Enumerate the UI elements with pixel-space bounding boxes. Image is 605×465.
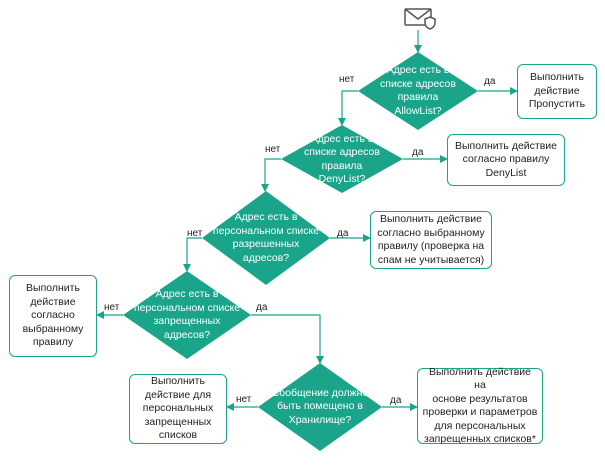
action-selected-rule: Выполнить действие согласно выбранному п…: [9, 275, 97, 357]
action-personal-allowed: Выполнить действие согласно выбранному п…: [370, 211, 492, 269]
no-label: нет: [104, 302, 120, 313]
decision-denylist-text: Адрес есть в списке адресов правила Deny…: [304, 132, 380, 186]
decision-storage: [258, 363, 382, 451]
decision-storage-text: Сообщение должно быть помещено в Хранили…: [271, 386, 369, 426]
yes-label: да: [337, 228, 349, 239]
action-pass: Выполнить действие Пропустить: [517, 64, 597, 119]
decision-personal-allowed-text: Адрес есть в персональном списке разреше…: [212, 211, 320, 264]
action-personal-denied-lists: Выполнить действие для персональных запр…: [129, 374, 227, 444]
decision-allowlist: [358, 52, 478, 130]
decision-denylist: [281, 125, 403, 193]
yes-label: да: [412, 147, 424, 158]
decision-personal-denied: [123, 271, 251, 359]
no-label: нет: [187, 228, 203, 239]
decision-shapes: [123, 52, 478, 451]
decision-personal-allowed: [202, 191, 330, 285]
decision-allowlist-text: Адрес есть в списке адресов правила Allo…: [380, 64, 456, 117]
no-label: нет: [339, 74, 355, 85]
decision-personal-denied-text: Адрес есть в персональном списке запреще…: [133, 288, 241, 341]
yes-label: да: [256, 302, 268, 313]
mail-shield-icon: [404, 8, 436, 30]
yes-label: да: [484, 76, 496, 87]
connectors: [96, 30, 518, 411]
no-label: нет: [236, 394, 252, 405]
yes-label: да: [390, 395, 402, 406]
action-denylist: Выполнить действие согласно правилу Deny…: [447, 134, 565, 186]
action-check-results: Выполнить действие на основе результатов…: [417, 366, 543, 445]
no-label: нет: [265, 144, 281, 155]
